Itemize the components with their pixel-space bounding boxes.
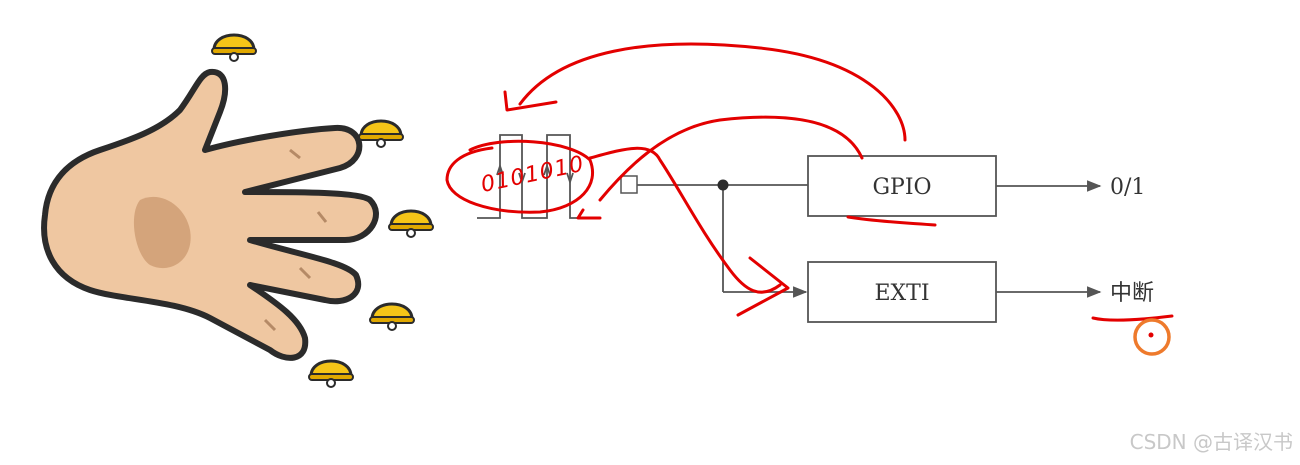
- top-arc-arrowhead: [503, 90, 558, 112]
- junction-dot: [717, 179, 729, 191]
- gpio-arc: [598, 115, 864, 202]
- edge-down-arrow: [518, 172, 526, 185]
- exti-label: EXTI: [874, 281, 929, 306]
- gpio-arc-head: [576, 208, 602, 220]
- ellipse-mark: [445, 139, 594, 214]
- top-arc-arrow: [518, 42, 907, 142]
- bell-icon: [358, 119, 404, 148]
- bell-icon: [369, 302, 415, 331]
- finger-crease: [263, 318, 277, 332]
- hand-illustration: [41, 68, 379, 361]
- exti-block: EXTI: [807, 261, 997, 323]
- gpio-label: GPIO: [872, 175, 931, 200]
- input-pin: [620, 175, 638, 194]
- bell-icon: [388, 209, 434, 238]
- bells: [211, 33, 434, 388]
- zigzag-head: [736, 256, 790, 317]
- square-wave: [477, 134, 582, 219]
- finger-crease: [289, 148, 301, 160]
- palm-shadow: [133, 196, 191, 269]
- gpio-block: GPIO: [807, 155, 997, 217]
- edge-down-arrow: [566, 172, 574, 185]
- gpio-output-label: 0/1: [1110, 175, 1145, 200]
- exti-output-label: 中断: [1110, 281, 1154, 306]
- watermark: CSDN @古译汉书: [1130, 430, 1293, 454]
- gpio-underline: [846, 215, 937, 227]
- zigzag-stroke: [588, 146, 782, 294]
- finger-crease: [316, 211, 328, 223]
- interrupt-underline: [1091, 314, 1174, 322]
- bell-icon: [211, 33, 257, 62]
- finger-crease: [298, 266, 312, 280]
- target-circle-icon: [1133, 318, 1171, 356]
- bell-icon: [308, 359, 354, 388]
- edge-up-arrow: [496, 163, 504, 176]
- hand-icon: [41, 68, 379, 361]
- edge-up-arrow: [543, 163, 551, 176]
